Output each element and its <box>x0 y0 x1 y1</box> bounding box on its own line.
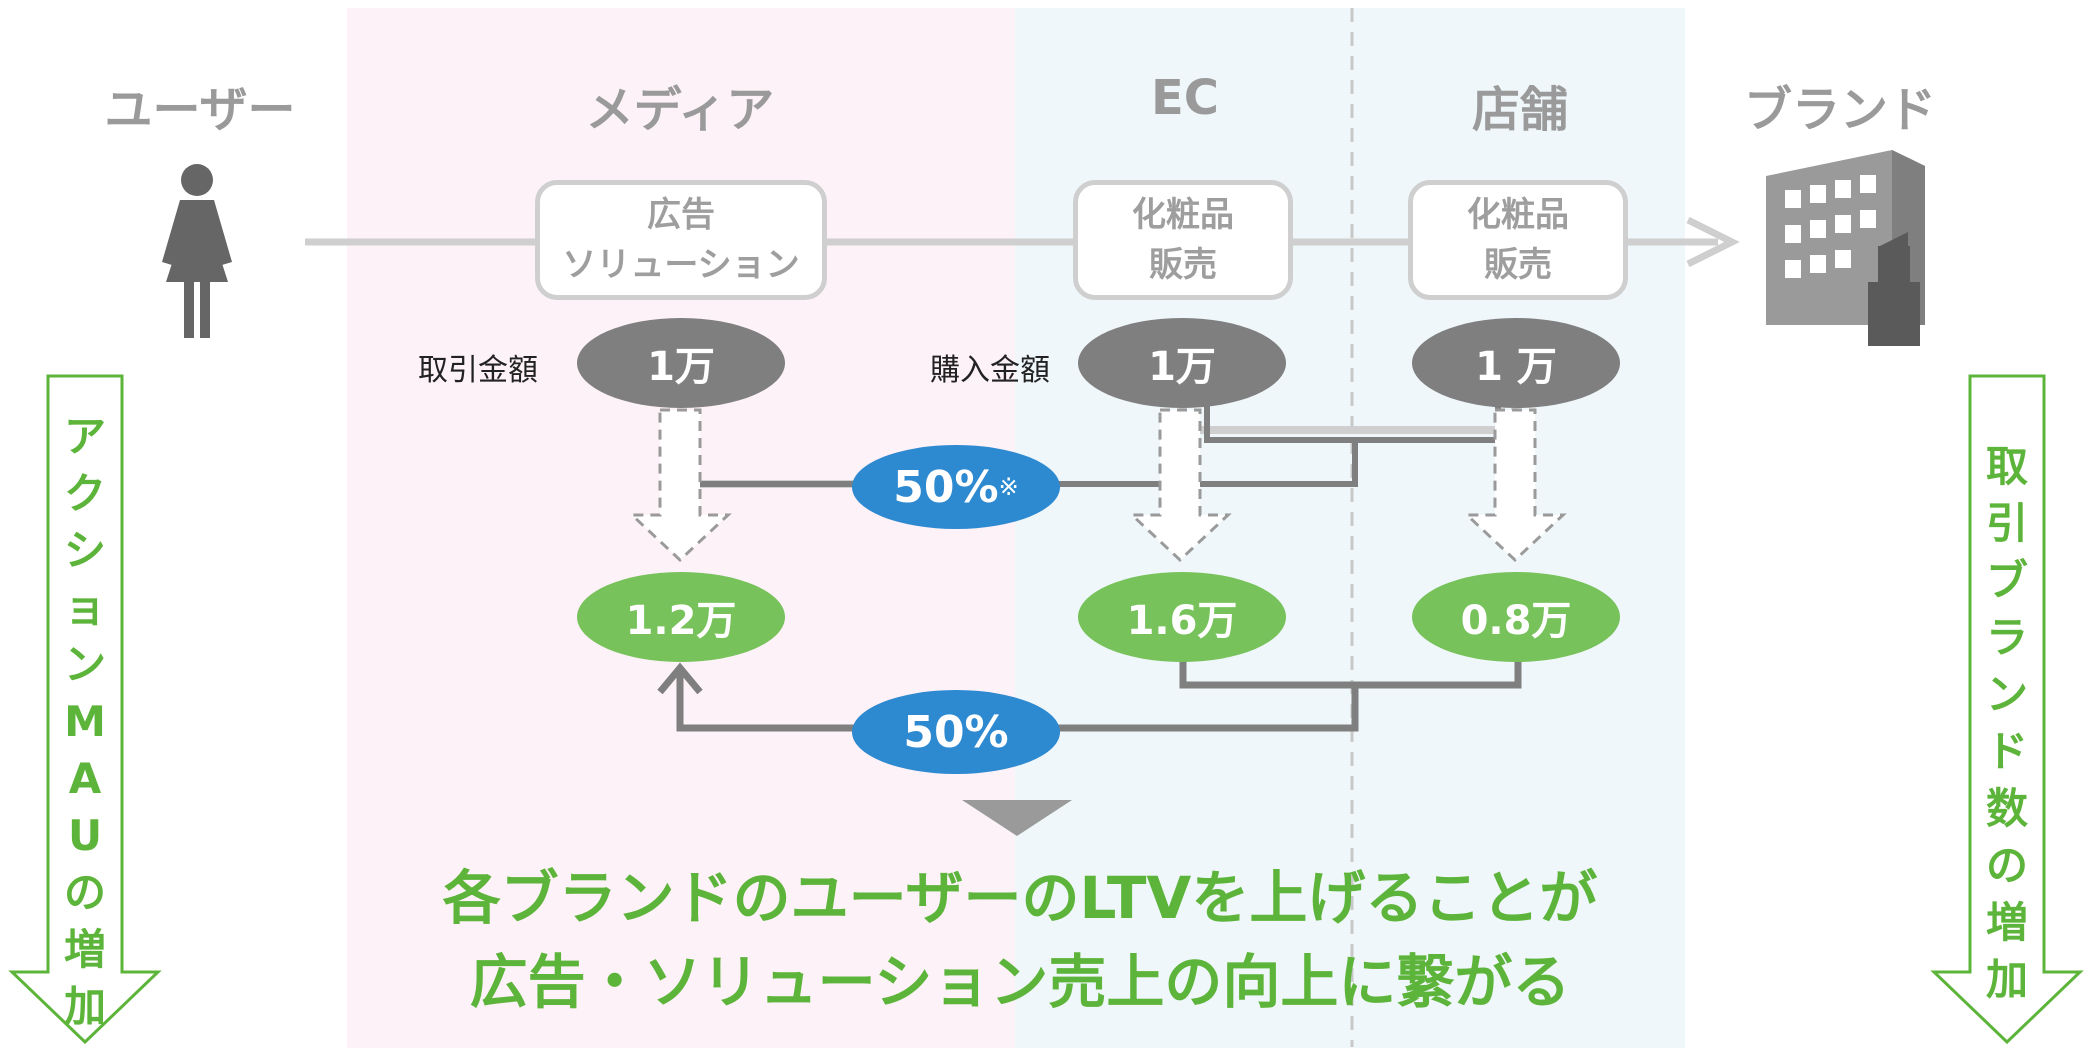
right-side-char: ン <box>1985 670 2028 719</box>
header-ec: EC <box>1150 70 1219 126</box>
conclusion-line-2: 広告・ソリューション売上の向上に繋がる <box>469 948 1571 1016</box>
right-side-char: 数 <box>1985 784 2028 833</box>
right-side-text: 取引ブランド数の増加 <box>1977 438 2037 1008</box>
upper-ratio-value: 50% <box>893 461 999 513</box>
left-side-char: 加 <box>63 982 106 1031</box>
right-side-char: ド <box>1985 727 2028 776</box>
left-side-char: ョ <box>63 583 106 632</box>
ec-after-value: 1.6万 <box>1078 572 1286 662</box>
right-side-char: ブ <box>1985 556 2028 605</box>
ec-before-value: 1万 <box>1078 318 1286 408</box>
right-side-char: 取 <box>1985 442 2028 491</box>
store-after-value: 0.8万 <box>1412 572 1620 662</box>
media-after-value: 1.2万 <box>577 572 785 662</box>
header-user: ユーザー <box>104 82 296 138</box>
left-side-char: A <box>68 754 102 803</box>
lower-ratio-badge: 50% <box>852 690 1060 774</box>
left-side-char: の <box>63 868 106 917</box>
conclusion-line-1: 各ブランドのユーザーのLTVを上げることが <box>442 864 1598 932</box>
right-side-char: 加 <box>1985 955 2028 1004</box>
right-side-char: 引 <box>1985 499 2028 548</box>
left-side-char: ン <box>63 640 106 689</box>
user-icon <box>162 164 232 338</box>
store-cosmetics-box: 化粧品 販売 <box>1408 180 1628 300</box>
right-side-arrow <box>1930 374 2084 1045</box>
upper-arrow-shaft <box>676 415 860 488</box>
header-store: 店舗 <box>1471 82 1568 138</box>
left-side-char: U <box>67 811 103 860</box>
flow-arrowhead <box>1686 216 1740 268</box>
media-before-value: 1万 <box>577 318 785 408</box>
right-side-char: ラ <box>1985 613 2028 662</box>
building-icon <box>1766 150 1925 346</box>
left-side-char: ア <box>63 412 106 461</box>
upper-ratio-note: ※ <box>998 473 1019 501</box>
right-side-char: 増 <box>1985 898 2028 947</box>
left-side-char: 増 <box>63 925 106 974</box>
upper-ratio-badge: 50%※ <box>852 445 1060 529</box>
purchase-amount-label: 購入金額 <box>930 353 1050 388</box>
left-side-char: シ <box>63 526 106 575</box>
left-side-char: ク <box>63 469 106 518</box>
right-side-char: の <box>1985 841 2028 890</box>
transaction-amount-label: 取引金額 <box>418 353 538 388</box>
store-before-value: 1 万 <box>1412 318 1620 408</box>
left-side-arrow <box>8 374 162 1045</box>
conclusion-triangle <box>962 800 1072 836</box>
ec-dashed-arrow <box>1128 408 1232 563</box>
left-side-char: M <box>64 697 106 746</box>
lower-arrow-head <box>657 662 703 695</box>
media-dashed-arrow <box>628 408 732 563</box>
header-media: メディア <box>585 82 775 138</box>
store-dashed-arrow <box>1463 408 1567 563</box>
header-brand: ブランド <box>1743 82 1936 138</box>
ad-solution-box: 広告 ソリューション <box>535 180 827 300</box>
ec-cosmetics-box: 化粧品 販売 <box>1073 180 1293 300</box>
